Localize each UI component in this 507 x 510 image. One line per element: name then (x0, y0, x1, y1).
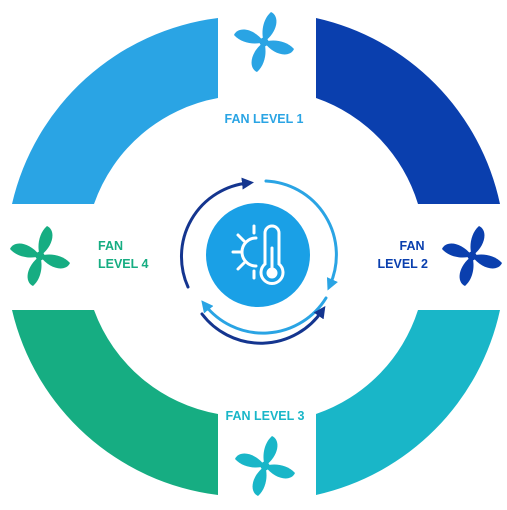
ring-segment-level1 (12, 18, 218, 204)
fan-icon (235, 436, 295, 496)
fan-level-4-label-line1: FAN (98, 239, 123, 253)
ring-segment-level2 (316, 18, 500, 204)
fan-icon (442, 226, 502, 286)
fan-icon (234, 12, 294, 72)
ring-segment-level3 (316, 310, 500, 495)
fan-level-4-label-line2: LEVEL 4 (98, 257, 149, 271)
center-circle (206, 203, 310, 307)
cycle-arrows-icon (180, 177, 338, 345)
fan-level-4-label: FAN LEVEL 4 (98, 239, 149, 271)
ring-segment-level4 (12, 310, 218, 495)
fan-icon (10, 226, 70, 286)
fan-level-2-label: FAN LEVEL 2 (378, 239, 429, 271)
fan-level-2-label-line2: LEVEL 2 (378, 257, 429, 271)
thermometer-sun-icon (231, 224, 285, 285)
fan-level-2-label-line1: FAN (400, 239, 425, 253)
fan-level-1-label: FAN LEVEL 1 (225, 112, 304, 126)
fan-level-3-label: FAN LEVEL 3 (226, 409, 305, 423)
